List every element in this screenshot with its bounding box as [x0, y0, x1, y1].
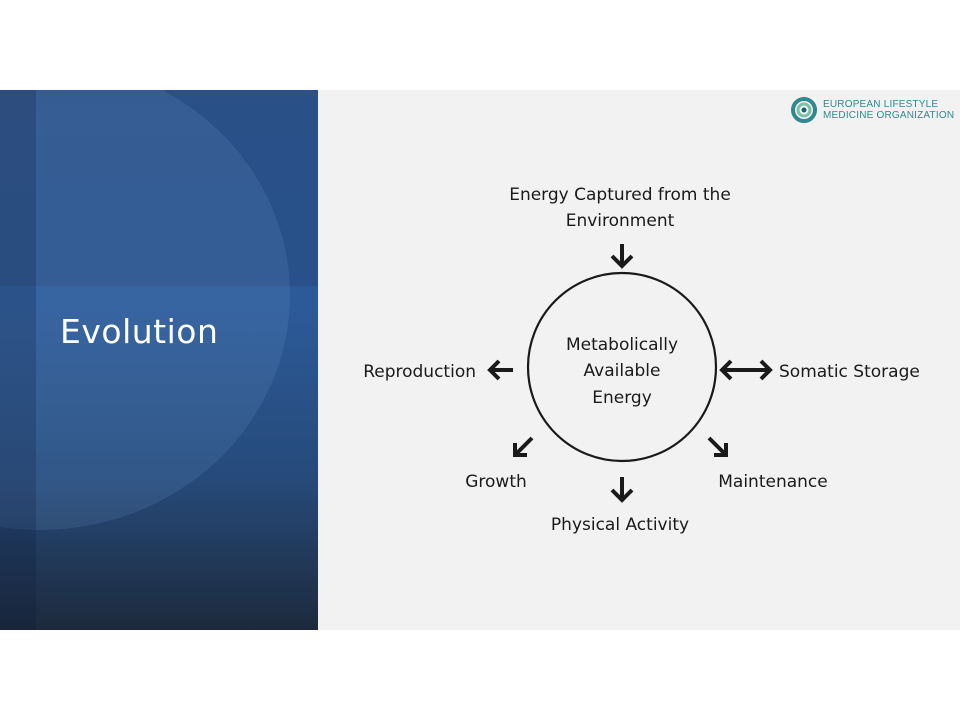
center-label-line-2: Available [584, 361, 661, 381]
energy-circle [526, 271, 718, 463]
logo-text: EUROPEAN LIFESTYLE MEDICINE ORGANIZATION [823, 99, 954, 121]
arrow-down-right-icon [707, 436, 728, 457]
arrow-down-left-icon [513, 436, 534, 457]
bottom-right-label: Maintenance [718, 472, 827, 492]
top-label-line-2: Environment [566, 211, 675, 231]
title-panel: Evolution [0, 90, 318, 630]
organization-logo: EUROPEAN LIFESTYLE MEDICINE ORGANIZATION [790, 95, 958, 125]
arrow-down-icon [610, 477, 634, 503]
content-panel [318, 90, 960, 630]
decorative-band [0, 90, 318, 286]
center-label-line-3: Energy [592, 388, 652, 408]
slide-title: Evolution [60, 312, 219, 351]
logo-line-1: EUROPEAN LIFESTYLE [823, 99, 939, 110]
logo-line-2: MEDICINE ORGANIZATION [823, 110, 955, 121]
center-label-line-1: Metabolically [566, 335, 678, 355]
arrow-left-icon [487, 359, 513, 381]
arrow-bidirectional-icon [719, 359, 773, 381]
slide: Evolution [0, 90, 960, 630]
bottom-left-label: Growth [465, 472, 527, 492]
left-label: Reproduction [363, 362, 476, 382]
decorative-strip [0, 90, 36, 630]
arrow-down-in-icon [610, 244, 634, 269]
right-label: Somatic Storage [779, 362, 920, 382]
logo-mark-icon [791, 97, 817, 123]
bottom-label: Physical Activity [551, 515, 689, 535]
top-label-line-1: Energy Captured from the [509, 185, 731, 205]
